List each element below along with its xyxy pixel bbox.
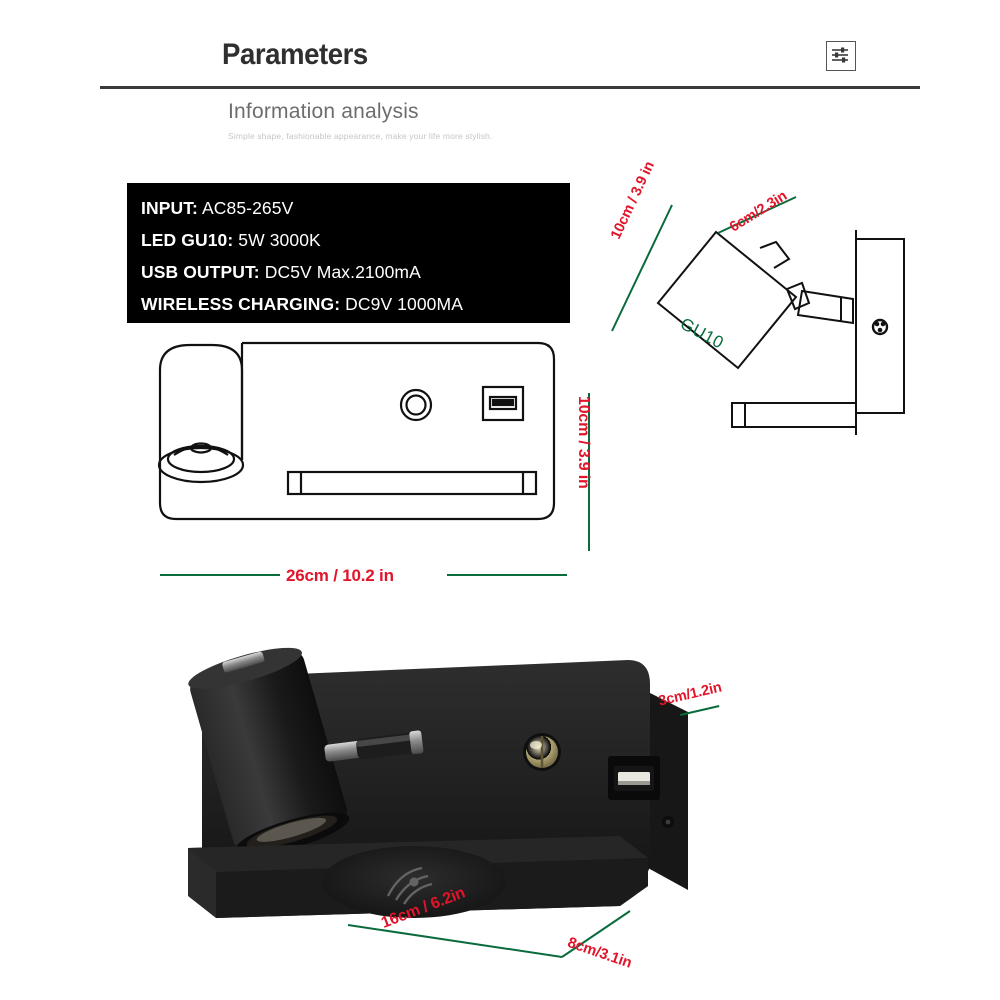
product-photo bbox=[150, 600, 730, 945]
spec-label: LED GU10: bbox=[141, 230, 234, 250]
spec-row-input: INPUT: AC85-265V bbox=[141, 192, 556, 224]
side-view-diagram bbox=[590, 175, 910, 470]
dimension-leader-line bbox=[160, 574, 280, 576]
spec-value: 5W 3000K bbox=[238, 230, 321, 250]
photo-leader-lines bbox=[347, 910, 631, 958]
dimension-leader-line bbox=[447, 574, 567, 576]
spec-value: AC85-265V bbox=[202, 198, 294, 218]
spec-label: INPUT: bbox=[141, 198, 198, 218]
spec-label: WIRELESS CHARGING: bbox=[141, 294, 341, 314]
spec-row-usb: USB OUTPUT: DC5V Max.2100mA bbox=[141, 256, 556, 288]
section-tagline: Simple shape, fashionable appearance, ma… bbox=[228, 131, 493, 141]
specifications-panel: INPUT: AC85-265V LED GU10: 5W 3000K USB … bbox=[127, 183, 570, 323]
dimension-leader-line bbox=[588, 393, 590, 551]
spec-row-led: LED GU10: 5W 3000K bbox=[141, 224, 556, 256]
page-header: Parameters bbox=[0, 0, 1000, 96]
spec-value: DC5V Max.2100mA bbox=[264, 262, 421, 282]
spec-value: DC9V 1000MA bbox=[345, 294, 463, 314]
header-divider bbox=[100, 86, 920, 89]
subtitle-block: Information analysis Simple shape, fashi… bbox=[228, 100, 493, 141]
page-title: Parameters bbox=[222, 38, 368, 71]
spec-label: USB OUTPUT: bbox=[141, 262, 260, 282]
side-view-leader-lines bbox=[611, 196, 797, 332]
spec-row-wireless: WIRELESS CHARGING: DC9V 1000MA bbox=[141, 288, 556, 320]
dimension-front-width: 26cm / 10.2 in bbox=[286, 566, 394, 585]
section-subtitle: Information analysis bbox=[228, 100, 419, 123]
front-view-diagram bbox=[130, 325, 570, 560]
sliders-settings-icon[interactable] bbox=[826, 41, 856, 71]
